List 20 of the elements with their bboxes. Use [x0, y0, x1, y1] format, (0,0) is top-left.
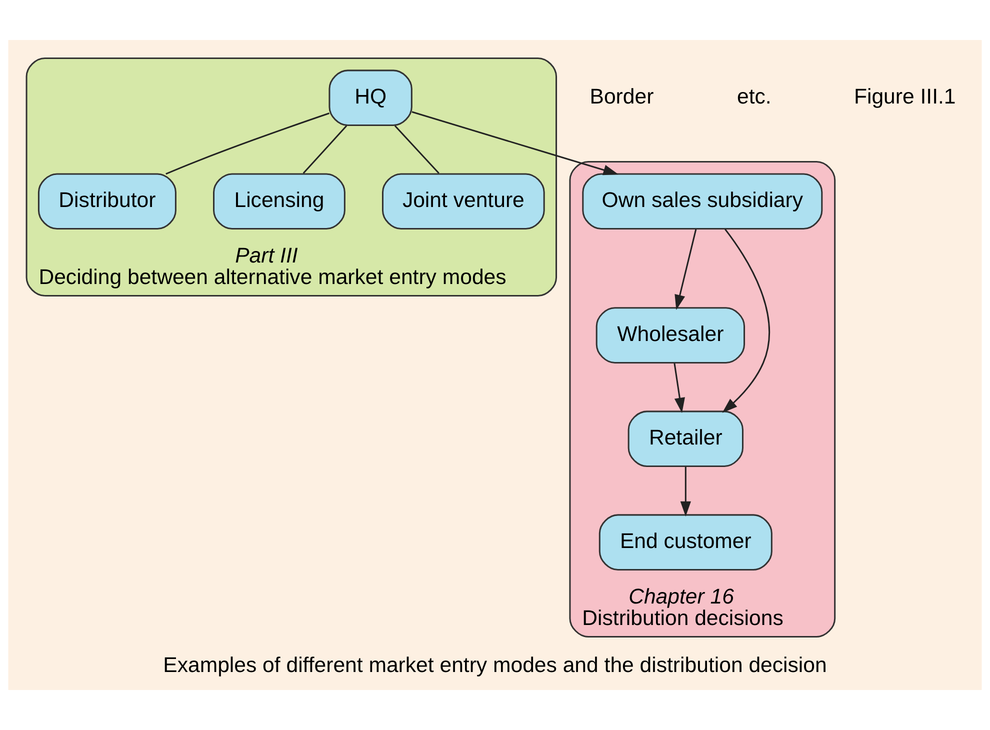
- arrow: [680, 466, 691, 517]
- node-box: Joint venture: [382, 173, 545, 230]
- label: etc.: [737, 84, 772, 108]
- arrow: [674, 229, 697, 310]
- label: Border: [590, 84, 654, 108]
- arrow: [722, 228, 770, 413]
- arrow: [674, 363, 685, 414]
- node-box: HQ: [328, 70, 412, 126]
- connector: [302, 125, 348, 174]
- node-box: End customer: [598, 514, 772, 570]
- node-box: Retailer: [628, 410, 744, 467]
- label: Figure III.1: [854, 84, 956, 108]
- node-box: Wholesaler: [596, 307, 746, 364]
- node-box: Own sales subsidiary: [582, 173, 823, 230]
- node-box: Licensing: [213, 173, 346, 230]
- arrow: [412, 111, 619, 176]
- node-box: Distributor: [38, 173, 176, 230]
- connector: [394, 125, 440, 174]
- connector: [166, 112, 330, 175]
- caption: Examples of different market entry modes and the distribution decision: [163, 653, 827, 678]
